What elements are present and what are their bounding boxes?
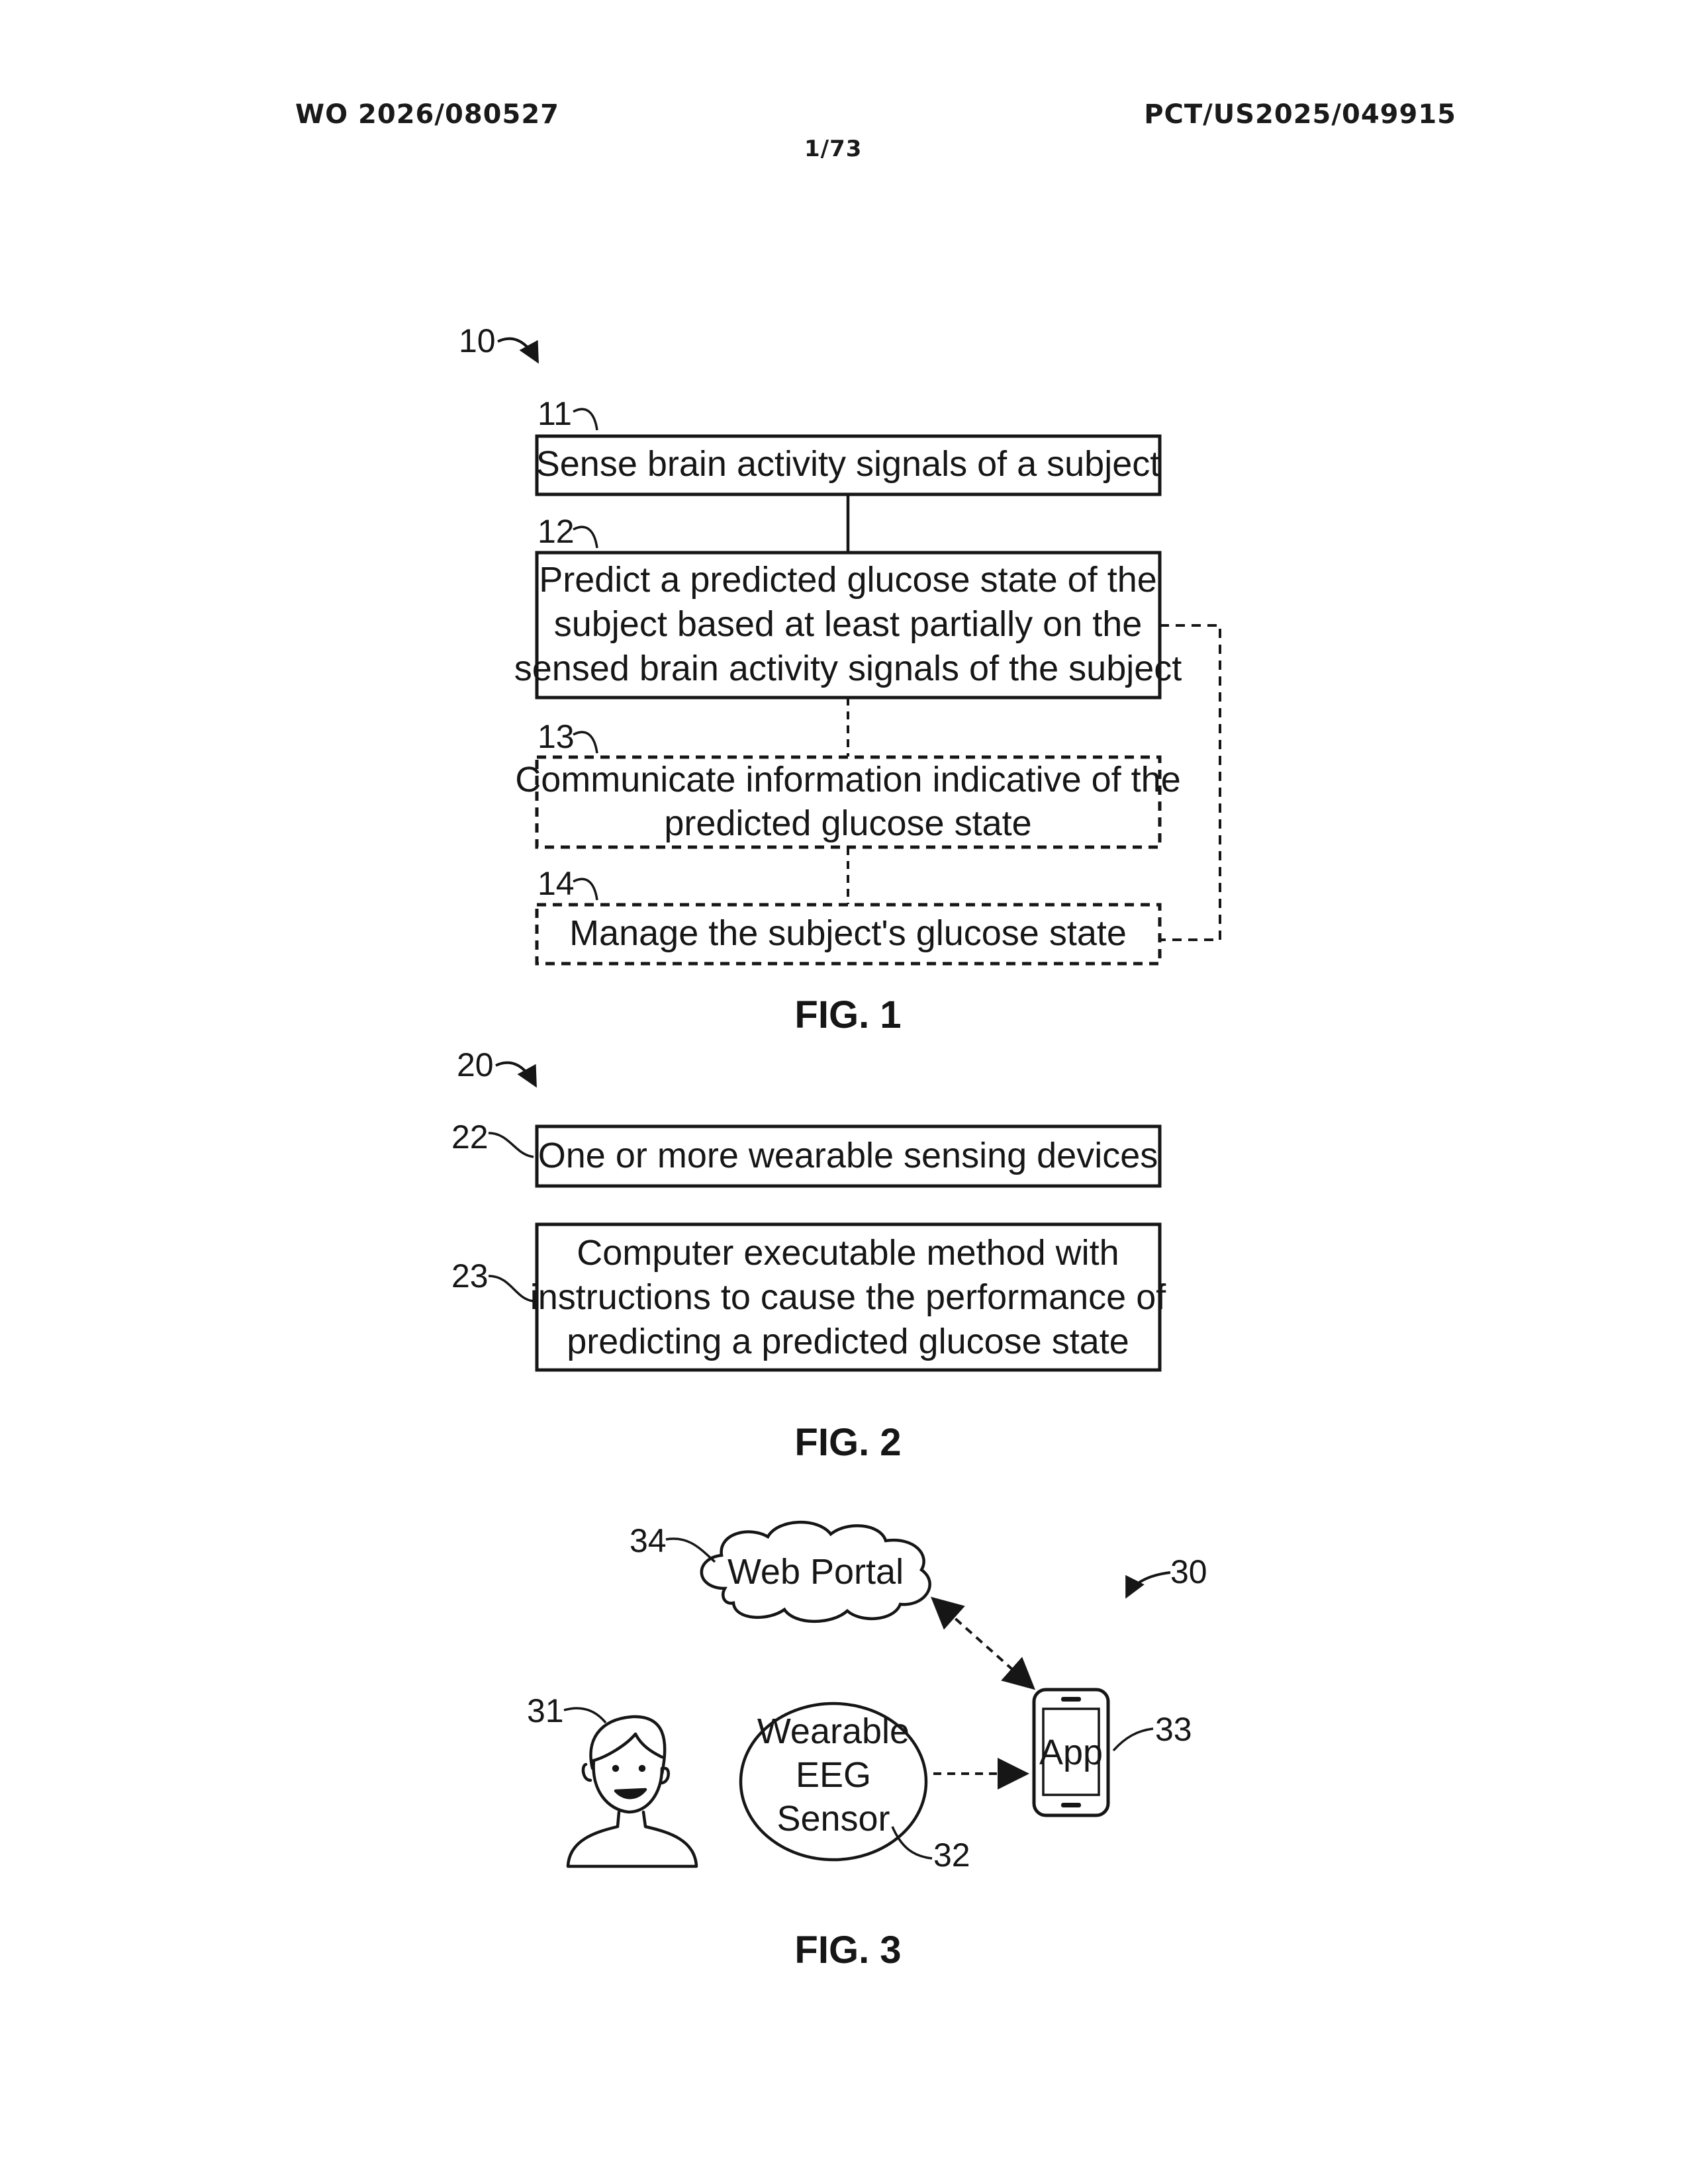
phone-home-button-icon (1061, 1803, 1081, 1807)
item-22-text: One or more wearable sensing devices (538, 1136, 1158, 1175)
step-12-line-3: sensed brain activity signals of the sub… (514, 649, 1182, 688)
fig3-caption: FIG. 3 (794, 1929, 901, 1972)
fig2-caption: FIG. 2 (794, 1421, 901, 1464)
step-13-ref: 13 (538, 718, 575, 755)
portal-ref: 34 (630, 1522, 667, 1559)
phone-leader (1113, 1729, 1153, 1751)
phone-speaker-icon (1061, 1697, 1081, 1702)
step-14-ref: 14 (538, 865, 575, 902)
figure-1: 10 11 Sense brain activity signals of a … (459, 322, 1220, 1036)
eeg-sensor-ref: 32 (933, 1837, 970, 1874)
item-23-ref: 23 (451, 1257, 489, 1295)
web-portal-label: Web Portal (727, 1552, 904, 1592)
step-14-leader (573, 879, 597, 900)
fig2-ref-label: 20 (457, 1046, 494, 1083)
step-12-ref: 12 (538, 513, 575, 550)
step-13-leader (573, 732, 597, 753)
fig1-caption: FIG. 1 (794, 993, 901, 1036)
eeg-sensor-leader (892, 1827, 932, 1858)
step-11-leader (573, 409, 597, 430)
item-23-leader (489, 1276, 534, 1301)
item-23-line-1: Computer executable method with (577, 1233, 1119, 1273)
subject-ref: 31 (527, 1692, 564, 1729)
fig1-ref-label: 10 (459, 322, 496, 359)
step-14-text: Manage the subject's glucose state (569, 913, 1127, 953)
eeg-sensor-line-1: Wearable (757, 1711, 910, 1751)
eeg-sensor-line-3: Sensor (776, 1799, 890, 1839)
step-12-leader (573, 527, 597, 548)
step-11-ref: 11 (538, 395, 572, 432)
item-23-line-2: instructions to cause the performance of (530, 1277, 1167, 1317)
subject-person-icon (568, 1717, 696, 1866)
step-13-line-2: predicted glucose state (664, 803, 1031, 843)
portal-app-link (935, 1600, 1031, 1686)
item-23-line-3: predicting a predicted glucose state (567, 1322, 1129, 1361)
phone-ref: 33 (1155, 1711, 1192, 1748)
item-22-ref: 22 (451, 1118, 489, 1156)
step-12-line-2: subject based at least partially on the (554, 604, 1143, 644)
fig1-ref-arrow (498, 339, 538, 361)
portal-leader (666, 1539, 715, 1562)
step-12-line-1: Predict a predicted glucose state of the (539, 560, 1157, 600)
step-13-line-1: Communicate information indicative of th… (515, 760, 1181, 799)
step-11-text: Sense brain activity signals of a subjec… (536, 444, 1160, 484)
fig2-ref-arrow (496, 1063, 536, 1085)
subject-leader (564, 1708, 606, 1723)
figure-3: 30 34 Web Portal 31 Wearable EEG Sensor (527, 1522, 1207, 1972)
fig3-ref-arrow (1127, 1572, 1170, 1596)
app-label: App (1039, 1733, 1103, 1772)
item-22-leader (489, 1133, 534, 1157)
figure-2: 20 22 One or more wearable sensing devic… (451, 1046, 1166, 1464)
eeg-sensor-line-2: EEG (796, 1755, 871, 1795)
fig3-ref-label: 30 (1170, 1553, 1207, 1590)
